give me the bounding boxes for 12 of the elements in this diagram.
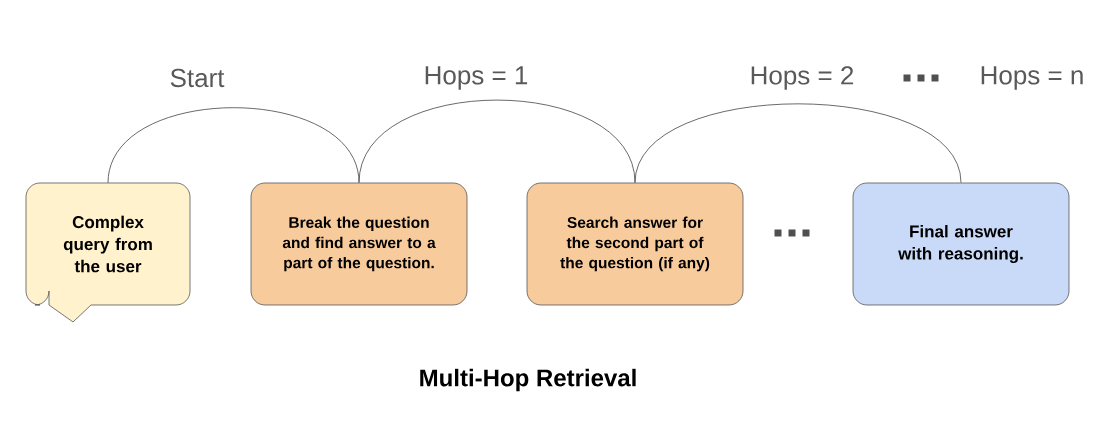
process-box: Search answer for the second part of the question (if any) (526, 182, 744, 306)
hop-label: Hops = n (981, 66, 1083, 90)
hop-label: Hops = 1 (425, 66, 528, 90)
arc-connector (358, 99, 636, 183)
caption: Multi-Hop Retrieval (420, 368, 636, 392)
callout-box: Complex query from the user (25, 182, 191, 323)
arc-connector (634, 103, 962, 183)
process-box: Break the question and find answer to a part of the question. (250, 182, 468, 306)
process-box: Final answer with reasoning. (852, 182, 1070, 306)
hop-label: Start (170, 68, 225, 88)
hop-label: Hops = 2 (751, 66, 854, 90)
arc-connector (107, 107, 360, 184)
